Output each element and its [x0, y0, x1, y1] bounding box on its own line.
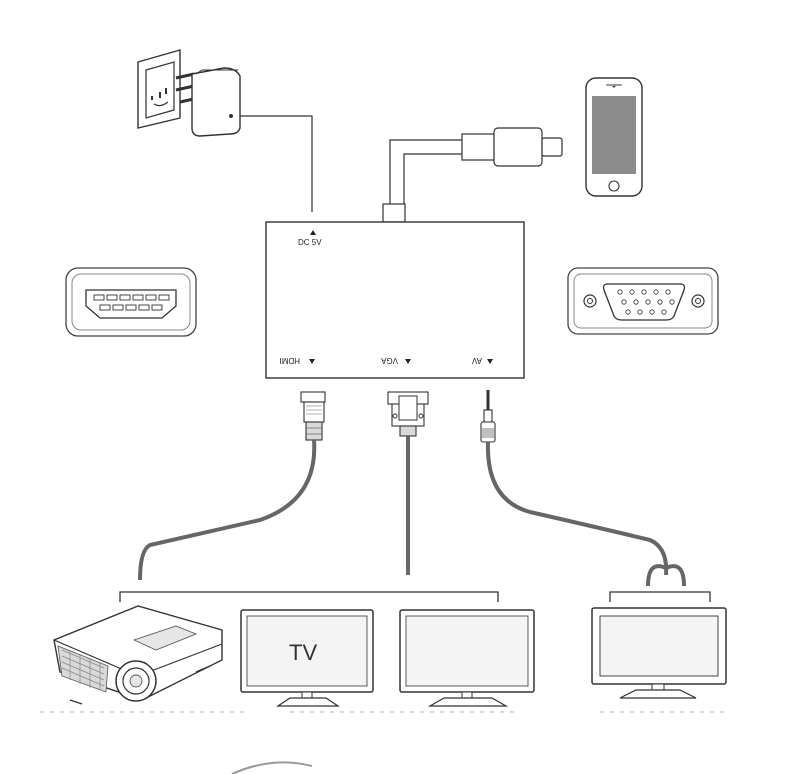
av-split-left: [646, 564, 667, 587]
hdmi-port-icon: [65, 267, 197, 337]
power-plug-icon: [175, 67, 313, 212]
hdmi-cable: [138, 439, 317, 581]
vga-connector-icon: [387, 391, 429, 437]
hdmi-connector-icon: [300, 391, 326, 441]
port-vga: VGA: [380, 356, 411, 365]
lightning-cable-icon: [382, 127, 563, 223]
hdmi-port-label: HDMI: [280, 356, 300, 365]
adapter-box: [265, 221, 525, 379]
projector-icon: [53, 605, 223, 705]
port-av: AV: [471, 356, 493, 365]
monitor-icon: [399, 609, 535, 707]
port-dc-5v: DC 5V: [298, 230, 322, 247]
tv-icon: TV: [240, 609, 374, 707]
wall-socket-icon: [137, 49, 181, 129]
av-cable: [485, 441, 669, 576]
vga-port-icon: [567, 267, 719, 335]
av-split-right: [665, 564, 686, 587]
bottom-arc: [231, 761, 313, 774]
cables: [138, 436, 686, 587]
av-port-label: AV: [471, 356, 482, 365]
tv-label: TV: [289, 640, 317, 665]
port-hdmi: HDMI: [280, 356, 315, 365]
output-bracket: [119, 591, 711, 602]
audio-jack-icon: [480, 390, 496, 443]
av-display-icon: [591, 607, 727, 699]
dc-port-label: DC 5V: [298, 238, 322, 247]
vga-port-label: VGA: [380, 356, 398, 365]
smartphone-icon: [585, 77, 643, 197]
